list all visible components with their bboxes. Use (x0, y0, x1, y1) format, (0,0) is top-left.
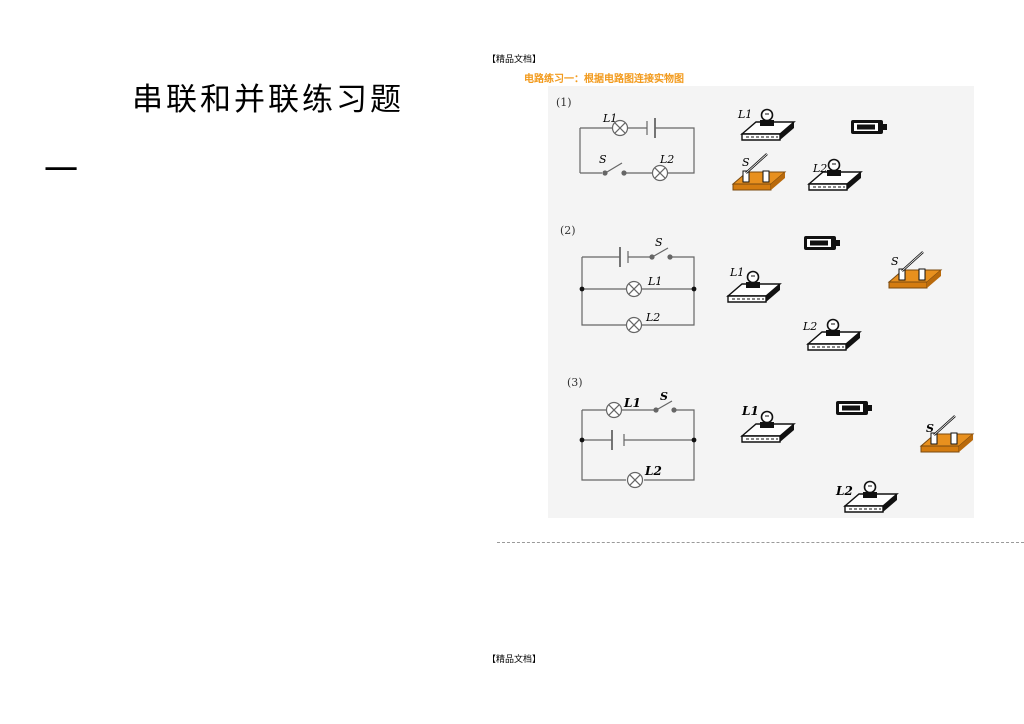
component-label-l1: L1 (737, 108, 752, 121)
exercise-title: 电路练习一：根据电路图连接实物图 (524, 74, 684, 85)
component-label-s: S (742, 156, 750, 169)
lamp-component-l2 (844, 480, 898, 513)
circuit-diagram-3 (581, 400, 695, 481)
page-title: 串联和并联练习题 (132, 82, 404, 118)
switch-component (731, 152, 787, 192)
circuit-diagram-2 (581, 247, 695, 326)
circuit-diagram-1 (579, 118, 695, 176)
problem-number: (2) (560, 224, 576, 237)
component-label-l2: L2 (812, 162, 827, 175)
label-s: S (660, 390, 668, 403)
label-l1: L1 (623, 396, 641, 410)
label-l2: L2 (645, 311, 660, 324)
label-s: S (655, 236, 663, 249)
label-l1: L1 (647, 275, 662, 288)
problem-number: (3) (567, 376, 583, 389)
component-label-s: S (891, 255, 899, 268)
problem-number: (1) (556, 96, 572, 109)
battery-component (804, 236, 840, 250)
page-divider (497, 542, 1024, 543)
component-label-l2: L2 (835, 484, 853, 498)
component-label-l1: L1 (729, 266, 744, 279)
section-number: 一 (44, 151, 78, 191)
component-label-s: S (926, 422, 934, 435)
component-label-l1: L1 (741, 404, 759, 418)
lamp-symbol-l2 (651, 164, 669, 182)
lamp-symbol-l1 (625, 280, 643, 298)
problem-2: (2) S L1 L2 L1 S L2 (560, 224, 943, 351)
label-s: S (599, 153, 607, 166)
label-l2: L2 (659, 153, 674, 166)
watermark-bottom: 【精品文档】 (487, 655, 542, 665)
battery-component (851, 120, 887, 134)
watermark-top: 【精品文档】 (487, 55, 542, 65)
label-l2: L2 (644, 464, 662, 478)
problem-3: (3) L1 S L2 L1 S L2 (567, 376, 975, 513)
lamp-symbol-l1 (605, 401, 623, 419)
lamp-symbol-l2 (625, 316, 643, 334)
label-l1: L1 (602, 112, 617, 125)
problem-1: (1) L1 S L2 L1 S L2 (556, 96, 887, 192)
lamp-symbol-l2 (626, 471, 644, 489)
component-label-l2: L2 (802, 320, 817, 333)
battery-component (836, 401, 872, 415)
